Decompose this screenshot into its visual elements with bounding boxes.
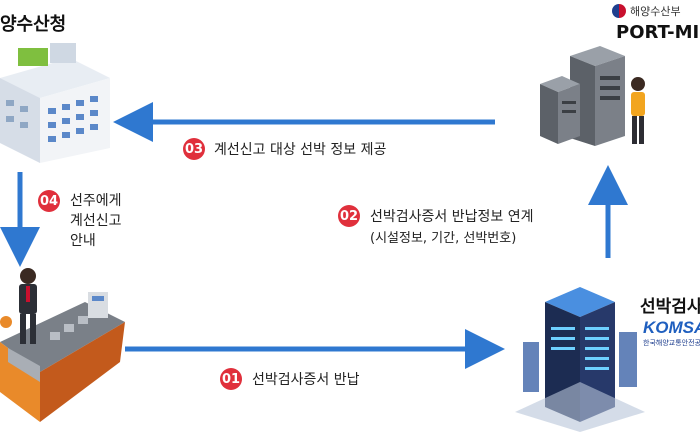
step-01-text: 선박검사증서 반납	[252, 372, 360, 388]
inspection-label: 선박검사	[640, 297, 700, 317]
komsa-logo: KOMSA 한국해양교통안전공단	[643, 318, 700, 348]
portmis-org-label: 해양수산부	[630, 5, 681, 18]
ship-owner-illustration	[0, 268, 125, 422]
step-02-subtext: (시설정보, 기간, 선박번호)	[370, 231, 517, 246]
step-03-text: 계선신고 대상 선박 정보 제공	[214, 142, 387, 158]
gov-emblem-icon	[612, 4, 626, 18]
ministry-label: 양수산청	[0, 14, 67, 35]
step-02-badge: 02	[338, 205, 360, 227]
step-01-badge: 01	[220, 368, 242, 390]
server-operator-illustration	[540, 46, 645, 146]
komsa-logo-text: KOMSA	[643, 318, 700, 337]
step-03-badge: 03	[183, 138, 205, 160]
step-04-line-2: 계선신고	[70, 213, 122, 229]
step-02-text: 선박검사증서 반납정보 연계	[370, 209, 534, 225]
step-04-line-3: 안내	[70, 233, 96, 249]
ministry-building-illustration	[0, 43, 110, 163]
inspection-datacenter-illustration	[515, 287, 645, 432]
komsa-logo-sub: 한국해양교통안전공단	[643, 339, 700, 347]
step-04-line-1: 선주에게	[70, 193, 122, 209]
step-04-badge: 04	[38, 190, 60, 212]
portmis-label: PORT-MIS	[616, 22, 700, 43]
